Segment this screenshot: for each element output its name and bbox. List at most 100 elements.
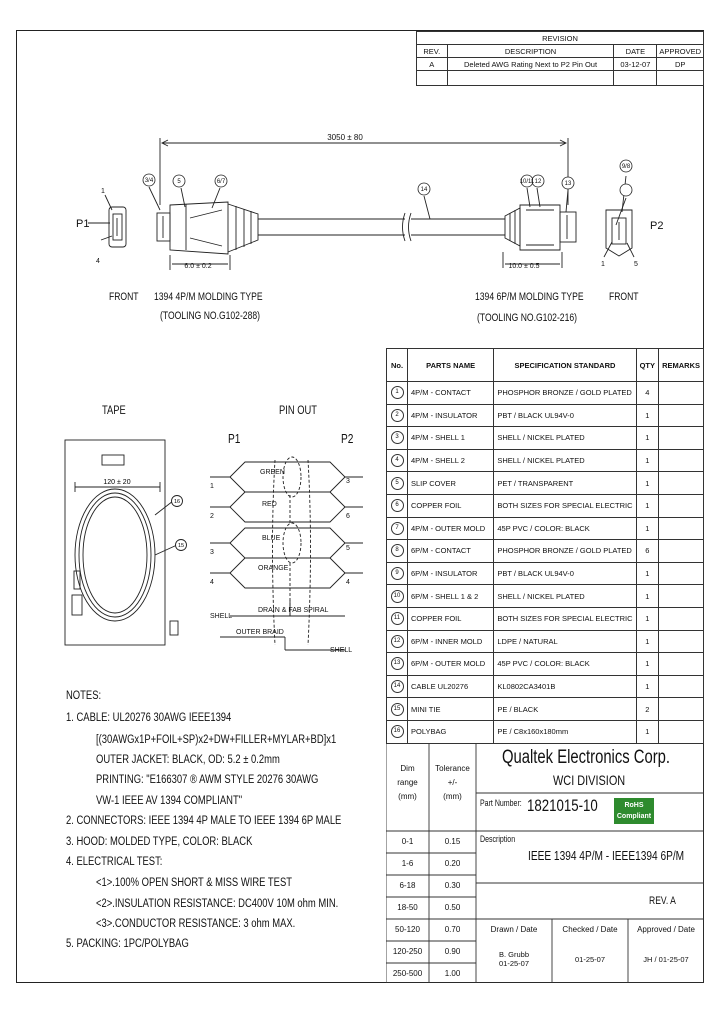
parts-qty: 1: [635, 561, 660, 586]
tolerance-header-line: +/-: [447, 778, 458, 787]
parts-spec: PE / BLACK: [493, 697, 637, 721]
parts-no: 3: [390, 431, 404, 445]
parts-spec: SHELL / NICKEL PLATED: [493, 426, 637, 450]
checked-value: 01-25-07: [574, 955, 606, 964]
wire-orange: ORANGE: [258, 565, 289, 572]
note-line: 5. PACKING: 1PC/POLYBAG: [66, 938, 189, 950]
tolerance-value: 0.30: [444, 881, 461, 890]
dim-header-line: range: [397, 778, 418, 787]
note-line: <1>.100% OPEN SHORT & MISS WIRE TEST: [96, 877, 293, 889]
parts-no: 5: [390, 476, 404, 490]
callout-6-7: 6/7: [217, 179, 226, 185]
rohs-badge: RoHS Compliant: [614, 798, 654, 824]
parts-qty: 1: [635, 584, 660, 608]
left-pin-label: 1: [210, 483, 214, 490]
tape-title: TAPE: [102, 403, 126, 417]
parts-remarks: [658, 674, 704, 699]
parts-spec: 45P PVC / COLOR: BLACK: [493, 652, 637, 676]
wire-green: GREEN: [260, 469, 285, 476]
parts-no: 2: [390, 408, 404, 422]
left-pin-label: 2: [210, 513, 214, 520]
left-pin-label: 3: [210, 549, 214, 556]
parts-remarks: [658, 719, 704, 744]
parts-remarks: [658, 516, 704, 541]
parts-no-cell: 13: [386, 652, 408, 676]
parts-no-cell: 7: [386, 516, 408, 541]
parts-name: 4P/M - CONTACT: [406, 381, 495, 405]
tolerance-value: 0.20: [444, 859, 461, 868]
wire-blue: BLUE: [262, 535, 281, 542]
right-pin-label: 5: [346, 545, 350, 552]
parts-name: 6P/M - SHELL 1 & 2: [406, 584, 495, 608]
parts-qty: 1: [635, 516, 660, 541]
note-line: <2>.INSULATION RESISTANCE: DC400V 10M oh…: [96, 898, 339, 910]
parts-remarks: [658, 381, 704, 405]
front-left-label: FRONT: [109, 291, 139, 303]
drawn-label: Drawn / Date: [490, 925, 538, 934]
parts-name: 4P/M - INSULATOR: [406, 403, 495, 428]
parts-no-cell: 14: [386, 674, 408, 699]
description-value: IEEE 1394 4P/M - IEEE1394 6P/M: [528, 848, 685, 863]
parts-qty: 1: [635, 719, 660, 744]
description-label: Description: [480, 834, 516, 844]
shell-right-label: SHELL: [330, 647, 352, 654]
note-line: 1. CABLE: UL20276 30AWG IEEE1394: [66, 712, 232, 724]
callout-10-11: 10/11: [520, 179, 535, 185]
right-pin-label: 3: [346, 478, 350, 485]
left-pin-1: 1: [101, 188, 105, 195]
parts-no-cell: 8: [386, 539, 408, 563]
parts-header-spec: SPECIFICATION STANDARD: [493, 348, 637, 382]
parts-no-cell: 4: [386, 448, 408, 473]
dim-range: 120-250: [392, 947, 423, 956]
note-line: <3>.CONDUCTOR RESISTANCE: 3 ohm MAX.: [96, 918, 296, 930]
parts-no: 11: [390, 612, 404, 626]
tape-drawing: 120 ± 20 16 15: [64, 439, 187, 646]
pinout-diagram: GREEN RED BLUE ORANGE DRAIN & FAB SPIRAL…: [210, 456, 363, 654]
parts-spec: SHELL / NICKEL PLATED: [493, 448, 637, 473]
tape-callout-16: 16: [174, 499, 180, 505]
parts-no-cell: 2: [386, 403, 408, 428]
tape-dimension: 120 ± 20: [103, 479, 130, 486]
parts-header-qty: QTY: [635, 348, 660, 382]
callout-14: 14: [421, 187, 428, 193]
parts-header-remarks: REMARKS: [658, 348, 704, 382]
parts-spec: PBT / BLACK UL94V-0: [493, 403, 637, 428]
parts-no: 6: [390, 499, 404, 513]
tolerance-header: Tolerance +/- (mm): [429, 762, 476, 804]
rohs-line: RoHS: [624, 802, 644, 809]
parts-qty: 1: [635, 493, 660, 518]
parts-spec: PBT / BLACK UL94V-0: [493, 561, 637, 586]
parts-remarks: [658, 448, 704, 473]
left-pin-label: 4: [210, 579, 214, 586]
pinout-p1: P1: [228, 431, 241, 446]
parts-qty: 4: [635, 381, 660, 405]
parts-qty: 1: [635, 629, 660, 654]
tolerance-value: 0.15: [444, 837, 461, 846]
dim-header-line: (mm): [398, 792, 417, 801]
part-number: 1821015-10: [527, 796, 598, 815]
tool-left-label: (TOOLING NO.G102-288): [160, 310, 260, 322]
dim-range: 1-6: [401, 859, 414, 868]
left-dimension: 6.0 ± 0.2: [184, 263, 211, 270]
p1-label: P1: [76, 218, 89, 230]
parts-qty: 1: [635, 403, 660, 428]
parts-spec: KL0802CA3401B: [493, 674, 637, 699]
tape-callout-15: 15: [178, 543, 184, 549]
right-pin-5: 5: [634, 261, 638, 268]
cable-assembly-drawing: 3/4 5 6/7 14 10/11 12 9/8 13 3050 ± 80 6…: [76, 133, 663, 270]
right-pin-label: 6: [346, 513, 350, 520]
parts-qty: 1: [635, 674, 660, 699]
callout-12: 12: [535, 179, 542, 185]
dim-header: Dim range (mm): [386, 762, 429, 804]
parts-spec: LDPE / NATURAL: [493, 629, 637, 654]
parts-name: 4P/M - SHELL 2: [406, 448, 495, 473]
rohs-line: Compliant: [616, 813, 652, 820]
approved-label: Approved / Date: [637, 925, 695, 934]
parts-name: CABLE UL20276: [406, 674, 495, 699]
